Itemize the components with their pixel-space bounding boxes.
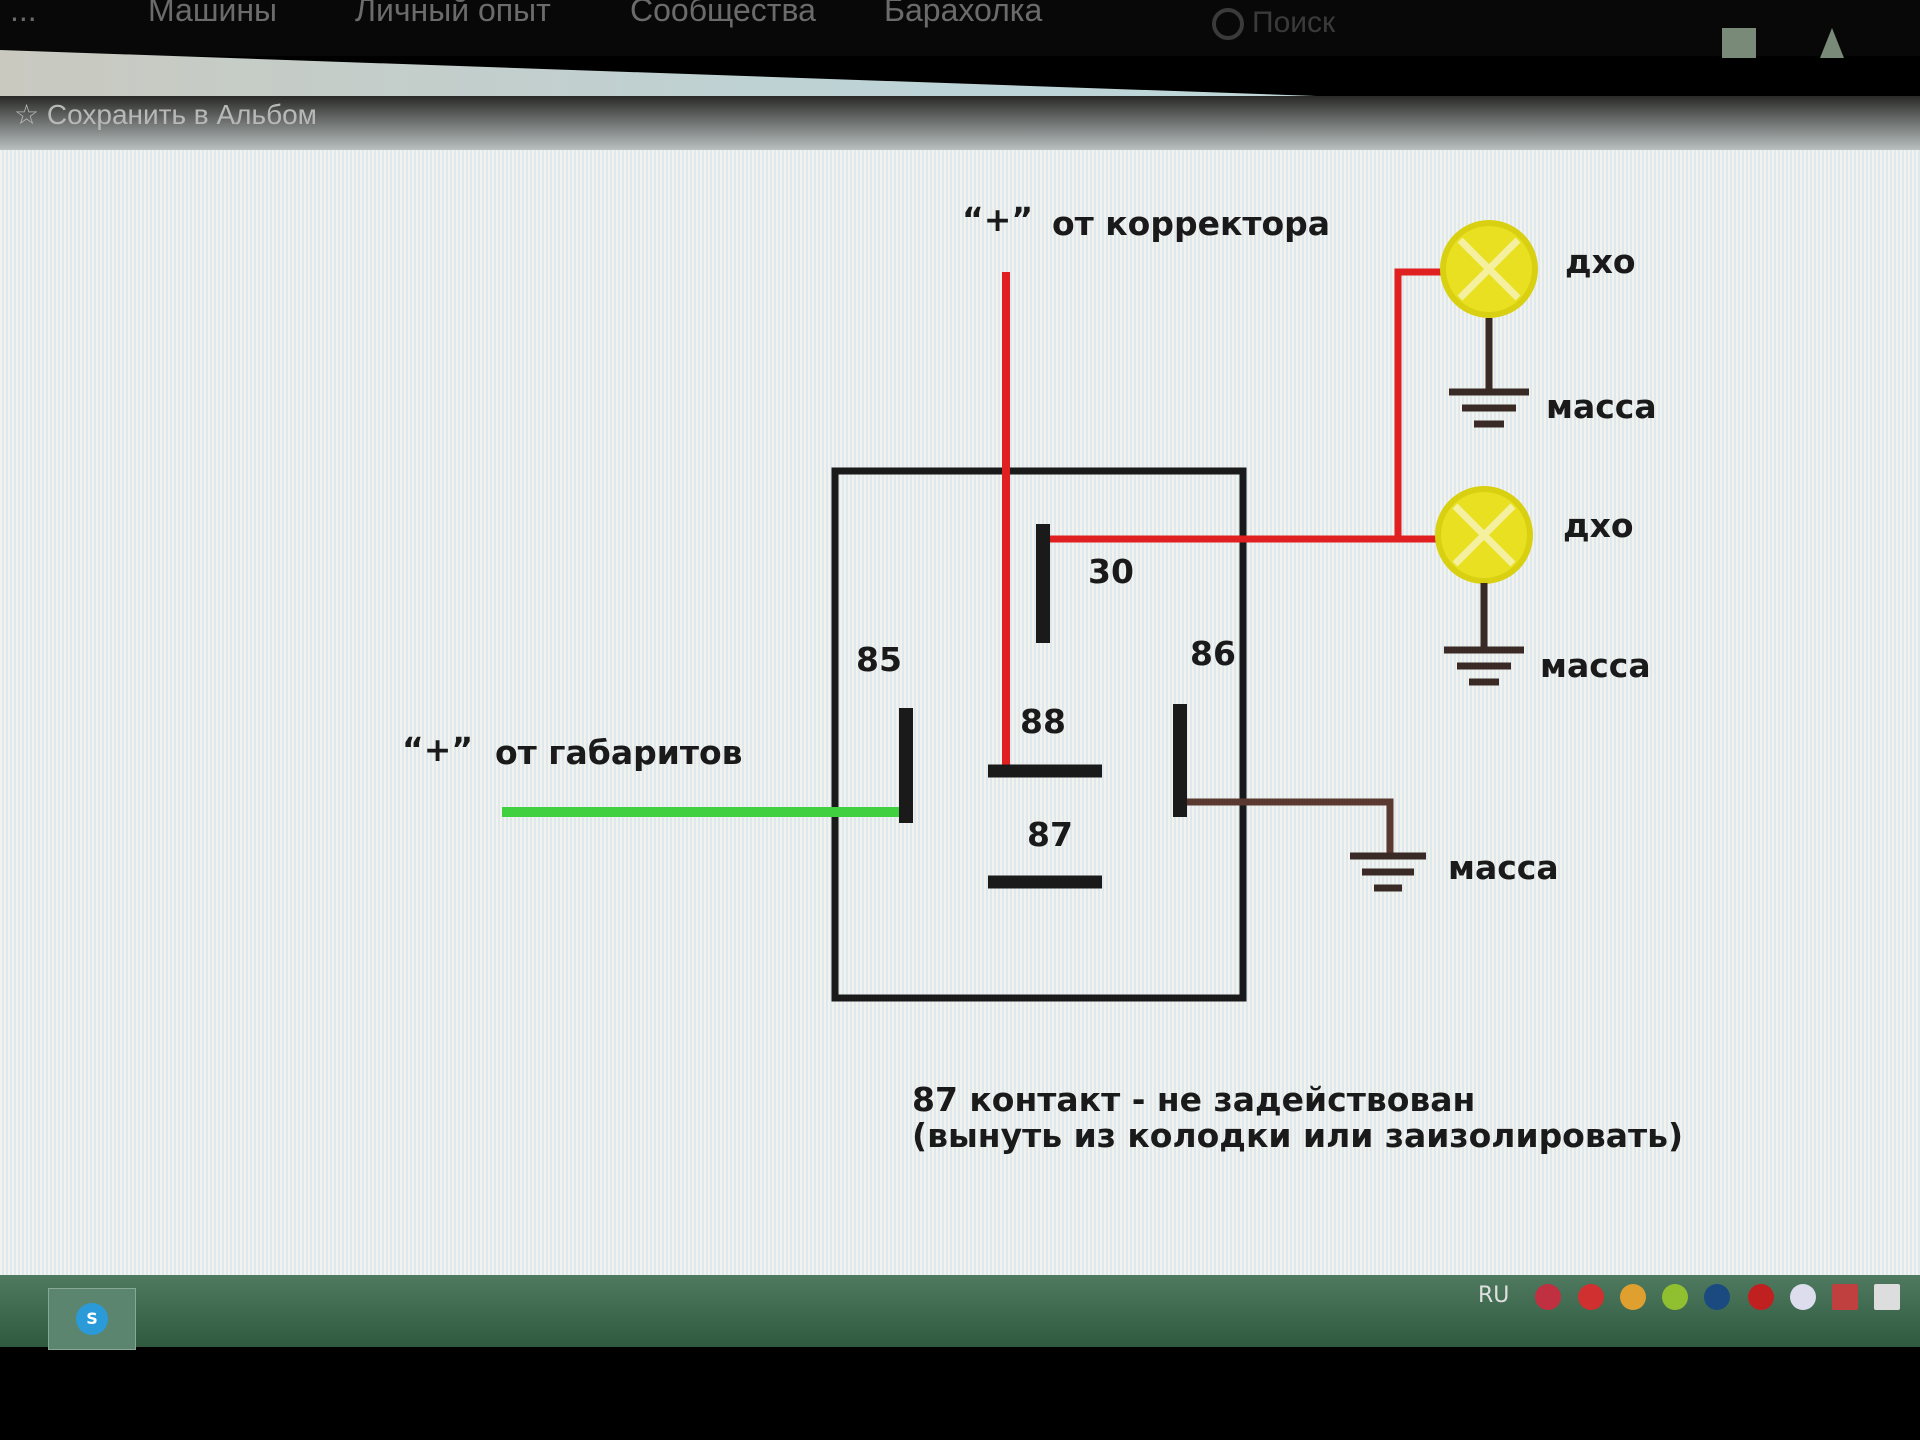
massa-1-label: масса: [1546, 387, 1657, 426]
steam-icon[interactable]: [1704, 1284, 1730, 1310]
taskbar-skype-button[interactable]: S: [48, 1288, 136, 1350]
ground-1-icon: [1449, 318, 1529, 428]
ot-gabaritov-label: от габаритов: [495, 733, 743, 772]
tray-app-icon[interactable]: [1662, 1284, 1688, 1310]
nav-item-market[interactable]: Барахолка: [884, 0, 1043, 28]
photo-toolbar: [0, 96, 1920, 156]
tray-app-icon[interactable]: [1620, 1284, 1646, 1310]
tray-app-icon[interactable]: [1535, 1284, 1561, 1310]
action-center-flag-icon[interactable]: [1832, 1284, 1858, 1310]
pin-86-label: 86: [1190, 634, 1236, 673]
nav-item-communities[interactable]: Сообщества: [630, 0, 816, 28]
plus-korrektor-label: “+”: [962, 200, 1034, 239]
tray-app-icon[interactable]: [1748, 1284, 1774, 1310]
wire-lamps: [1043, 268, 1445, 543]
search-input[interactable]: Поиск: [1212, 6, 1336, 41]
diagram-image: [0, 150, 1920, 1275]
tray-app-icon[interactable]: [1790, 1284, 1816, 1310]
network-icon[interactable]: [1874, 1284, 1900, 1310]
site-top-nav: ... Машины Личный опыт Сообщества Барахо…: [0, 0, 1920, 58]
language-indicator[interactable]: RU: [1478, 1283, 1510, 1308]
messages-icon[interactable]: [1722, 28, 1756, 58]
massa-2-label: масса: [1540, 646, 1651, 685]
nav-item-experience[interactable]: Личный опыт: [355, 0, 551, 28]
pin-85-label: 85: [856, 640, 902, 679]
dho-1-label: дхо: [1565, 242, 1636, 281]
tray-app-icon[interactable]: [1578, 1284, 1604, 1310]
ground-2-icon: [1444, 583, 1524, 686]
skype-icon: S: [76, 1303, 108, 1335]
star-icon: ☆: [14, 99, 47, 130]
save-to-album-label: Сохранить в Альбом: [46, 99, 317, 130]
dho-2-label: дхо: [1563, 506, 1634, 545]
save-to-album-button[interactable]: ☆ Сохранить в Альбом: [14, 98, 317, 131]
nav-item-0[interactable]: ...: [10, 0, 37, 28]
note-line-1: 87 контакт - не задействован: [912, 1080, 1476, 1119]
lamp-dho-1-icon: [1440, 220, 1538, 318]
wire-ground: [1180, 798, 1394, 855]
note-line-2: (вынуть из колодки или заизолировать): [912, 1116, 1684, 1155]
pin-88-label: 88: [1020, 702, 1066, 741]
search-icon: [1212, 8, 1244, 41]
pin-87-label: 87: [1027, 815, 1073, 854]
ground-3-icon: [1350, 852, 1426, 892]
search-placeholder: Поиск: [1252, 6, 1336, 39]
pin-30-label: 30: [1088, 552, 1134, 591]
nav-item-cars[interactable]: Машины: [148, 0, 278, 28]
plus-gabarit-label: “+”: [402, 730, 474, 769]
ot-korrektora-label: от корректора: [1052, 204, 1331, 243]
massa-3-label: масса: [1448, 848, 1559, 887]
lamp-dho-2-icon: [1435, 486, 1533, 584]
relay-box: [831, 467, 1247, 1002]
